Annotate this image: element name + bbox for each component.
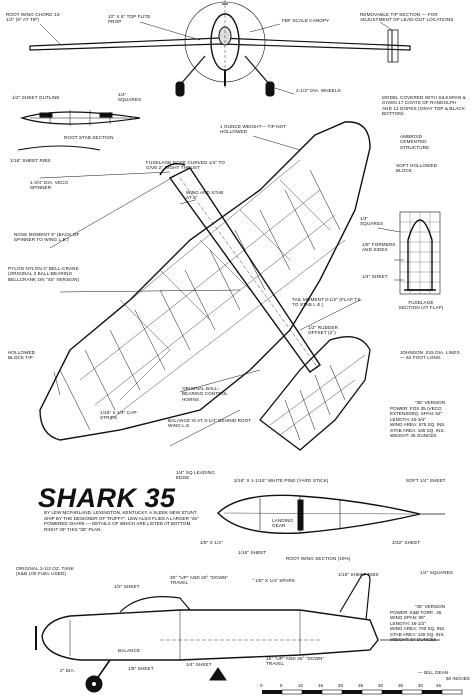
- label-sheet-1-8-a: 1/8" x 1/2": [200, 540, 223, 545]
- label-dia-2: 2" DIA.: [60, 668, 76, 673]
- label-ambroid: AMBROID CEMENTED STRUCTURE: [400, 134, 430, 150]
- scale-tick: 25: [358, 683, 364, 688]
- label-sheet-half: 1/2" SHEET: [114, 584, 140, 589]
- plan-title: SHARK 35: [38, 483, 176, 513]
- label-model-covered: MODEL COVERED WITH SILKSPAN & GIVEN 17 C…: [382, 95, 466, 117]
- label-squares-bottom: 1/4" SQUARES: [420, 570, 453, 575]
- specs-45-line: LENGTH: 46-1/2": [390, 620, 426, 626]
- label-cap-strips: 1/16" x 1/4" CAP-STRIPS: [100, 410, 139, 421]
- specs-35-line: LENGTH: 40-3/4": [390, 416, 426, 422]
- specs-45-heading: "45" VERSION: [414, 604, 446, 609]
- label-leading-edge: 1/4" SQ LEADING EDGE: [176, 470, 215, 481]
- scale-tick: 20: [338, 683, 344, 688]
- label-root-wing-section: ROOT WING SECTION (19%): [286, 556, 351, 561]
- label-squares-top: 1/4" SQUARES: [118, 92, 142, 103]
- specs-45-line: STAB AREA: 145 SQ. INS.: [390, 631, 445, 637]
- label-canopy: FBF SCALE CANOPY: [282, 18, 330, 23]
- label-wing-stab: WING AND STAB AT 0°: [186, 190, 224, 201]
- specs-35-line: WING AREA: 575 SQ. INS.: [390, 422, 446, 427]
- label-tail-moment: TAIL MOMENT 8-1/2" (FLAP T.E. TO STAB L.…: [292, 297, 363, 308]
- specs-45-line: WING SPAN: 59": [390, 615, 426, 620]
- label-nose-moment: NOSE MOMENT 9" (BACK OF SPINNER TO WING …: [14, 232, 80, 243]
- scale-bar: [262, 689, 463, 695]
- label-johnson: JOHNSON .015 DIA. LINES — 62 FOOT LONG: [400, 350, 460, 361]
- label-sheet-1-8-b: 1/8" SHEET: [128, 666, 154, 671]
- scale-tick: 15: [318, 683, 324, 688]
- fuselage-plan-view: [159, 162, 321, 373]
- label-squares-mid: 1/4" SQUARES: [360, 216, 384, 227]
- label-soft-block: SOFT HOLLOWED BLOCK: [396, 163, 438, 174]
- label-prop: 10" x 6" TOP FLITE PROP: [108, 14, 151, 25]
- label-sheet-outline: 1/2" SHEET OUTLINE: [12, 95, 60, 100]
- specs-35-heading: "35" VERSION: [414, 400, 446, 405]
- label-landing-gear: LANDING GEAR: [272, 518, 294, 529]
- label-fuselage-nose: FUSELAGE NOSE CURVED 1/4" TO GIVE 2° RIG…: [146, 160, 225, 171]
- specs-35-line: WEIGHT: 45 OUNCES: [390, 433, 437, 438]
- label-credit: — BILL DEAN: [418, 670, 449, 675]
- label-up-down-30: 30° "UP" AND 30° "DOWN" TRAVEL: [170, 575, 229, 586]
- scale-tick-end: 50 INCHES: [446, 676, 470, 681]
- label-sheet-1-4: 1/4" SHEET: [362, 274, 388, 279]
- plan-description: BY LEW McFARLAND, LEXINGTON, KENTUCKY. A…: [44, 510, 199, 532]
- label-hollowed-block: HOLLOWED BLOCK TIP: [8, 350, 36, 361]
- scale-tick: 0: [260, 683, 263, 688]
- scale-tick: 30: [378, 683, 384, 688]
- front-view: [29, 0, 411, 97]
- label-sheet-ribs-bottom: 1/16" SHEET RIBS: [338, 572, 379, 577]
- label-sheet-1-4-bottom: 1/4" SHEET: [186, 662, 212, 667]
- specs-35-version: "35" VERSION POWER: FOX 35 (VECO EXTENSI…: [390, 400, 470, 439]
- label-soft-sheet: SOFT 1/4" SHEET: [406, 478, 446, 483]
- specs-35-line: STAB AREA: 105 SQ. INS.: [390, 427, 445, 433]
- scale-tick: 35: [398, 683, 404, 688]
- fuselage-section: [399, 211, 441, 295]
- root-stab-section: [17, 110, 141, 151]
- label-sheet-3-32: 3/32" SHEET: [392, 540, 421, 545]
- label-root-stab-section: ROOT STAB SECTION: [64, 135, 114, 140]
- specs-45-line: WEIGHT: 57 OUNCES: [390, 637, 437, 642]
- label-sheet-ribs-top: 1/16" SHEET RIBS: [10, 158, 51, 163]
- label-up-down-35: 35° "UP" AND 35° "DOWN" TRAVEL: [266, 656, 325, 667]
- specs-45-line: WING AREA: 700 SQ. INS.: [390, 626, 446, 631]
- root-wing-section: [217, 494, 445, 535]
- label-one-ounce-weight: 1 OUNCE WEIGHT— TIP NOT HOLLOWED: [220, 124, 287, 135]
- label-control-horns: ORIGINAL BALL-BEARING CONTROL HORNS: [182, 386, 228, 402]
- label-pylon: PYLON NYLON 3" BELL-CRANK (ORIGINAL 2 BA…: [8, 266, 80, 282]
- specs-45-version: "45" VERSION POWER: K&B TORP. .45 WING S…: [390, 604, 470, 643]
- label-rudder: 1/2" RUDDER OFFSET (2°): [308, 325, 339, 336]
- specs-45-line: POWER: K&B TORP. .45: [390, 609, 442, 615]
- specs-35-line: POWER: FOX 35 (VECO EXTENSION). SPAN: 52…: [390, 405, 443, 417]
- label-spars: " 1/8" x 1/4" SPARS: [252, 578, 295, 583]
- label-tip-section: REMOVABLE TIP SECTION — FOR ADJUSTMENT O…: [360, 12, 454, 23]
- label-balance-bottom: BALANCE: [118, 648, 141, 653]
- label-root-wing-chord: ROOT WING CHORD 13-1/2" (9" AT TIP): [6, 12, 61, 23]
- leader-lines: [39, 21, 404, 447]
- scale-tick: 40: [418, 683, 424, 688]
- label-wheels: 2-1/2" DIA. WHEELS: [296, 88, 341, 93]
- label-spinner: 1-3/4" DIA. VECO SPINNER: [30, 180, 69, 191]
- scale-tick: 10: [298, 683, 304, 688]
- scale-tick: 45: [436, 683, 442, 688]
- label-tank: ORIGINAL 3-1/2 OZ. TANK (K&B 100 FUEL US…: [16, 566, 74, 577]
- label-fuselage-section: FUSELAGE SECTION (AT FLAP): [398, 300, 444, 311]
- label-formers: 1/8" FORMERS AND SIDES: [362, 242, 396, 253]
- label-sheet-1-16: 1/16" SHEET: [238, 550, 267, 555]
- scale-tick: 5: [280, 683, 283, 688]
- stabilizer-plan-view: [259, 336, 371, 451]
- fuselage-side-view: [35, 573, 440, 693]
- label-balance: BALANCE IS AT 3-1/4" BEHIND ROOT WING L.…: [168, 418, 252, 429]
- label-white-pine: 3/16" x 1-1/16" WHITE PINE (YARD STICK): [234, 478, 329, 483]
